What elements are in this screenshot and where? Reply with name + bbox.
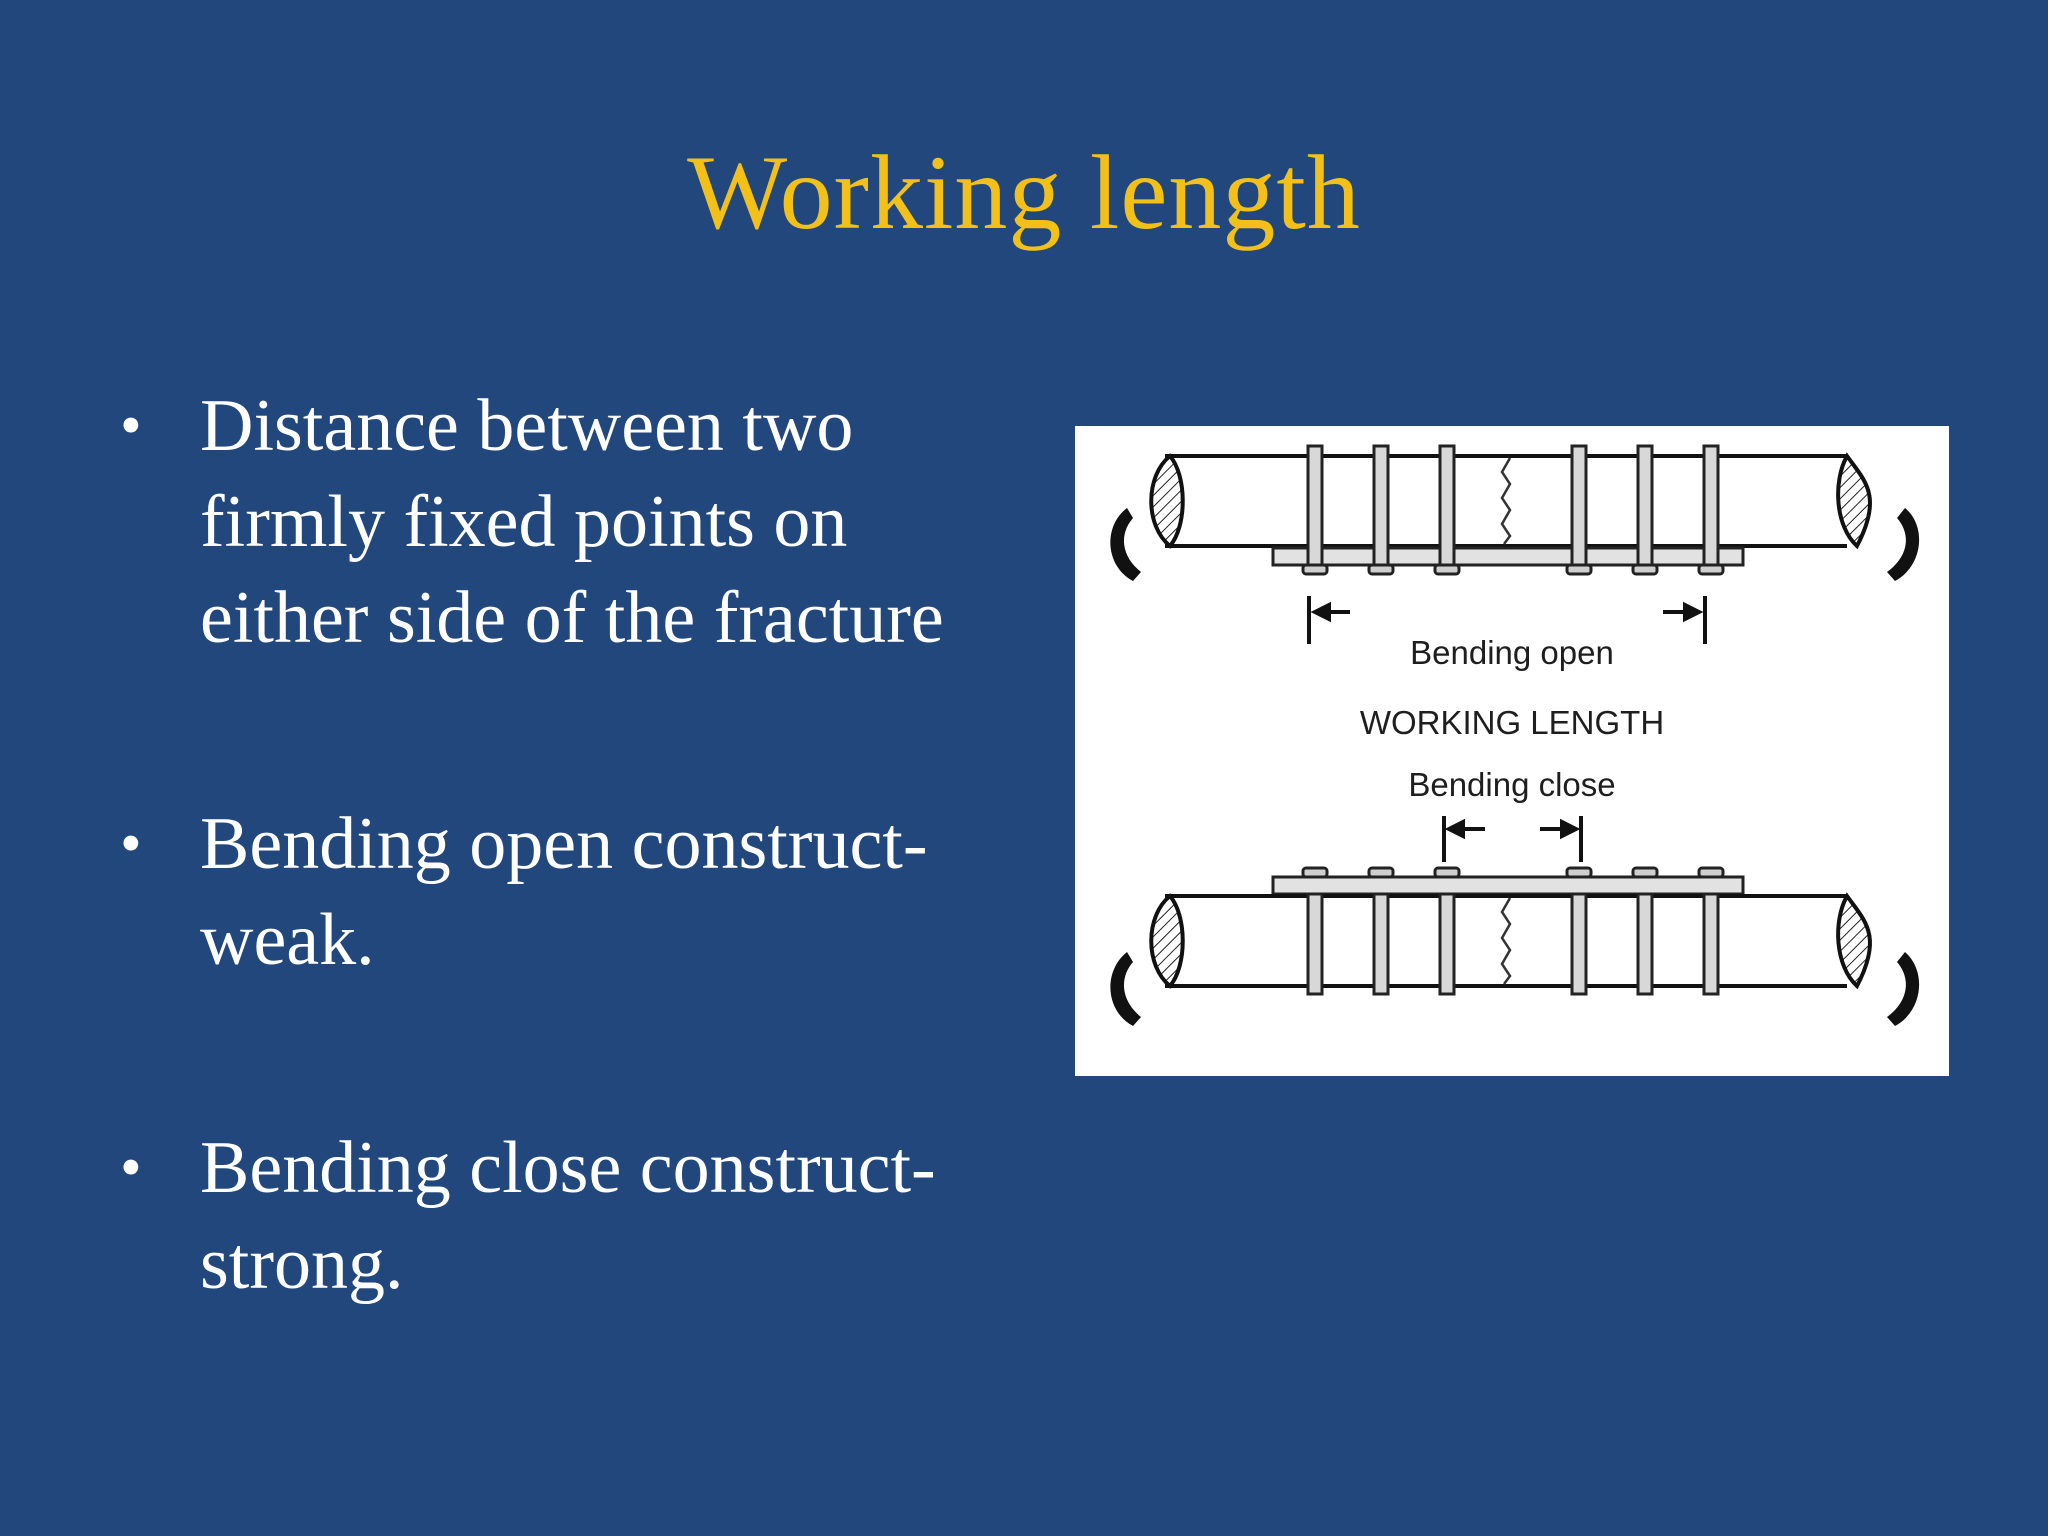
bone-end-left <box>1149 893 1185 989</box>
bone-plate <box>1271 546 1745 567</box>
bone-end-right <box>1836 892 1873 990</box>
screws <box>1306 892 1720 996</box>
bullet-line: strong. <box>200 1223 404 1305</box>
bone-plate <box>1271 875 1745 896</box>
bone-end-left <box>1149 453 1185 549</box>
diagram-svg: Bending open WORKING LENGTH Bending clos… <box>1110 444 1920 1026</box>
bullet-line: firmly fixed points on <box>200 481 848 563</box>
bending-arrow-right-icon <box>1887 952 1920 1026</box>
bending-open-construct <box>1110 444 1920 644</box>
working-length-diagram: Bending open WORKING LENGTH Bending clos… <box>1075 426 1949 1076</box>
bullet-dot-icon: • <box>120 810 142 878</box>
bending-arrow-left-icon <box>1110 508 1141 581</box>
bone-shaft <box>1165 894 1847 988</box>
bullet-line: either side of the fracture <box>200 577 944 659</box>
bullet-line: weak. <box>200 899 375 981</box>
fracture-line <box>1500 897 1512 985</box>
working-length-marker-close <box>1442 816 1583 862</box>
bullet-dot-icon: • <box>120 392 142 460</box>
label-working-length: WORKING LENGTH <box>1360 704 1664 741</box>
fracture-line <box>1500 457 1512 545</box>
bullet-text: Bending close construct- strong. <box>200 1120 1100 1312</box>
bullet-line: Bending open construct- <box>200 803 928 885</box>
bending-arrow-right-icon <box>1887 508 1920 581</box>
bending-arrow-left-icon <box>1110 952 1141 1026</box>
bone-end-right <box>1836 452 1873 550</box>
screw-heads <box>1301 563 1725 576</box>
label-bending-close: Bending close <box>1408 766 1615 803</box>
bullet-line: Bending close construct- <box>200 1127 936 1209</box>
bone-shaft <box>1165 454 1847 548</box>
bullet-text: Distance between two firmly fixed points… <box>200 378 1100 666</box>
bullet-line: Distance between two <box>200 385 854 467</box>
bending-close-construct <box>1110 816 1920 1026</box>
bullet-text: Bending open construct- weak. <box>200 796 1100 988</box>
label-bending-open: Bending open <box>1410 634 1614 671</box>
bullet-dot-icon: • <box>120 1134 142 1202</box>
working-length-marker-open <box>1307 596 1707 644</box>
slide-title: Working length <box>687 134 1361 251</box>
